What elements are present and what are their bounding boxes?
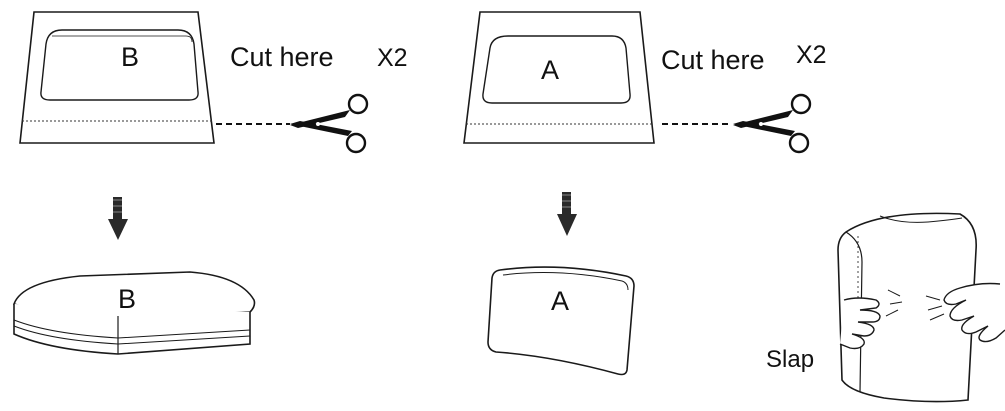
cushion-a — [487, 266, 635, 376]
package-b — [19, 11, 215, 144]
cushion-a-letter: A — [551, 286, 570, 316]
multiplier-label-a: X2 — [796, 41, 827, 69]
package-a-letter: A — [541, 55, 560, 85]
scissors-icon — [733, 93, 812, 154]
slap-illustration — [837, 212, 1005, 403]
scissors-icon — [290, 93, 369, 154]
down-arrow-icon — [108, 197, 128, 240]
package-a — [463, 11, 655, 144]
cushion-b — [12, 271, 256, 355]
cut-here-label-a: Cut here — [661, 45, 765, 75]
package-b-letter: B — [121, 42, 140, 72]
multiplier-label-b: X2 — [377, 44, 408, 72]
hand-icon — [839, 297, 881, 350]
down-arrow-icon — [557, 192, 577, 236]
hand-icon — [943, 282, 1005, 343]
cushion-b-letter: B — [118, 284, 137, 314]
slap-label: Slap — [766, 346, 815, 373]
cut-here-label-b: Cut here — [230, 42, 334, 72]
